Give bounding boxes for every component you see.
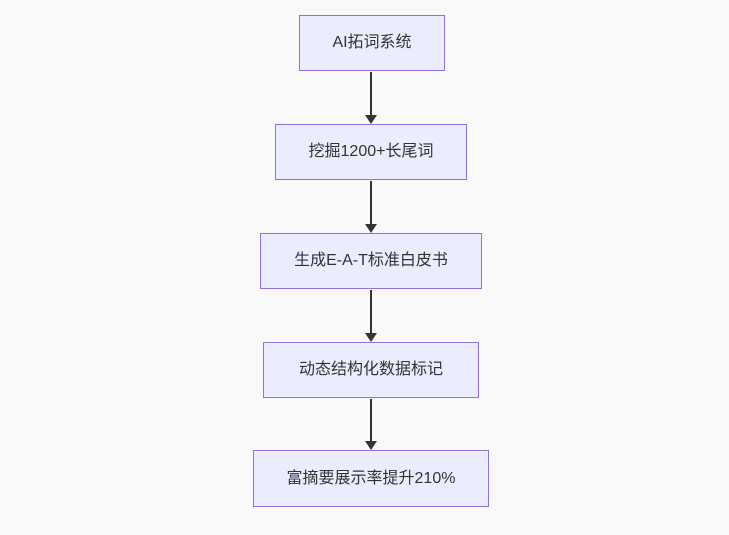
arrowhead-down-icon [365,333,377,342]
flow-node-rich-snippet-result: 富摘要展示率提升210% [253,450,489,507]
arrowhead-down-icon [365,115,377,124]
flow-node-longtail-mining: 挖掘1200+长尾词 [275,124,467,180]
flow-arrow-1 [364,72,378,124]
arrow-line [370,72,372,118]
flow-node-eat-whitepaper: 生成E-A-T标准白皮书 [260,233,482,289]
arrow-line [370,290,372,336]
flow-node-label: 动态结构化数据标记 [298,361,443,378]
flow-node-label: 生成E-A-T标准白皮书 [294,252,448,269]
arrow-line [370,181,372,227]
arrow-line [370,399,372,444]
flow-node-label: 富摘要展示率提升210% [286,469,456,487]
flow-node-label: AI拓词系统 [332,34,412,51]
flow-arrow-3 [364,290,378,342]
flow-arrow-2 [364,181,378,233]
flow-node-label: 挖掘1200+长尾词 [308,143,434,160]
flow-arrow-4 [364,399,378,450]
arrowhead-down-icon [365,224,377,233]
flow-node-ai-expansion-system: AI拓词系统 [299,15,445,71]
flow-node-structured-data-markup: 动态结构化数据标记 [263,342,479,398]
arrowhead-down-icon [365,441,377,450]
